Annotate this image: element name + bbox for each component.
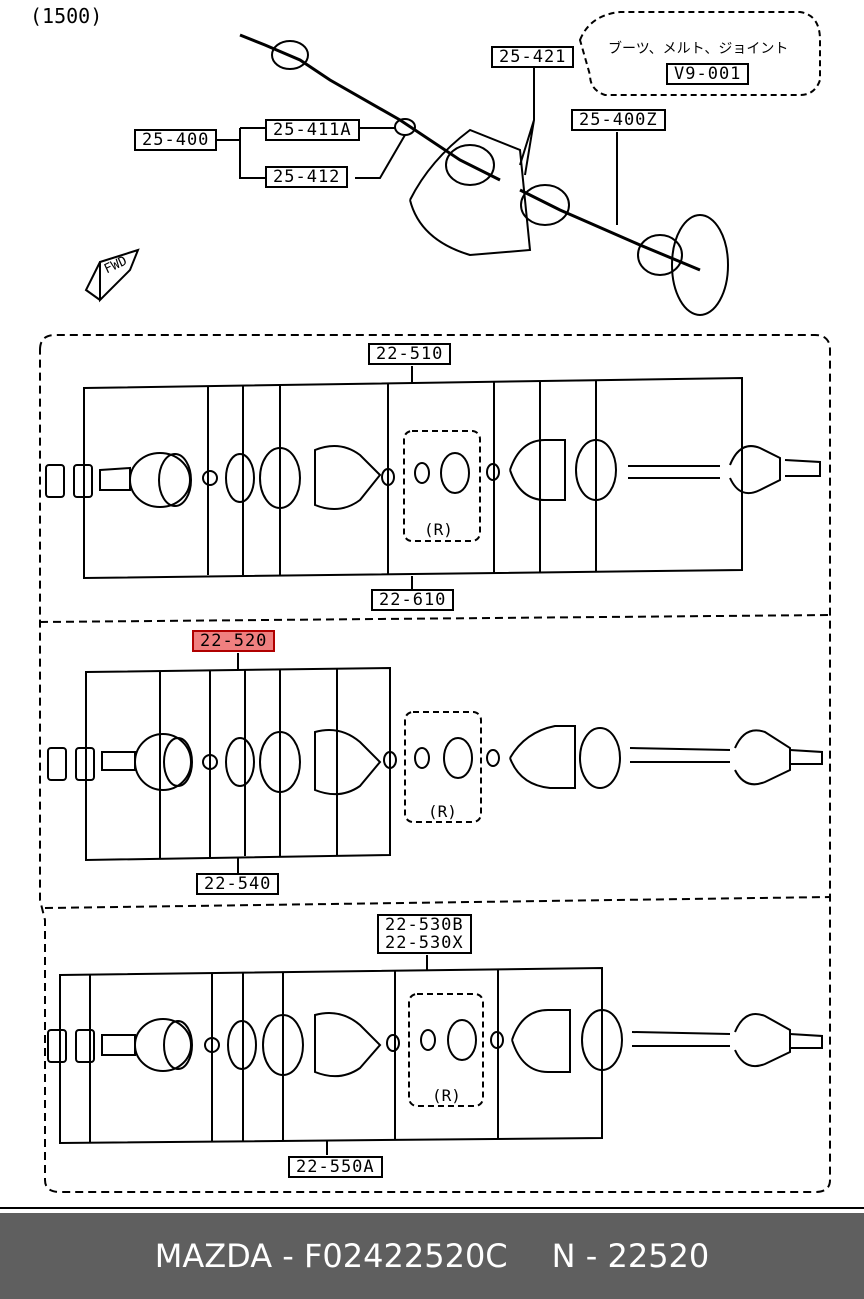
diagram-drawing [0, 11, 864, 1209]
part-label-25-421[interactable]: 25-421 [491, 46, 575, 68]
note-text: ブーツ、メルト、ジョイント [608, 41, 789, 57]
footer-brand-part: MAZDA - F02422520C [154, 1237, 508, 1275]
part-label-25-400[interactable]: 25-400 [134, 129, 218, 151]
part-label-25-400z[interactable]: 25-400Z [571, 109, 666, 131]
part-label-22-540[interactable]: 22-540 [196, 873, 280, 895]
part-label-22-610[interactable]: 22-610 [371, 589, 455, 611]
r-label-section-2: (R) [428, 802, 457, 821]
r-label-section-3: (R) [432, 1086, 461, 1105]
part-label-22-530b[interactable]: 22-530B [385, 915, 464, 935]
variant-label: (1500) [30, 4, 103, 28]
footer-number: N - 22520 [551, 1237, 710, 1275]
part-label-22-530-group[interactable]: 22-530B 22-530X [377, 914, 472, 954]
parts-diagram: (1500) ブーツ、メルト、ジョイント V9-001 FWD 25-400 2… [0, 4, 864, 1209]
part-label-22-510[interactable]: 22-510 [368, 343, 452, 365]
part-label-22-520[interactable]: 22-520 [192, 630, 276, 652]
r-label-section-1: (R) [424, 520, 453, 539]
part-label-22-530x[interactable]: 22-530X [385, 933, 464, 953]
part-label-22-550a[interactable]: 22-550A [288, 1156, 383, 1178]
part-label-25-412[interactable]: 25-412 [265, 166, 349, 188]
footer-bar: MAZDA - F02422520C N - 22520 [0, 1213, 864, 1299]
part-label-25-411a[interactable]: 25-411A [265, 119, 360, 141]
note-ref-label[interactable]: V9-001 [666, 63, 750, 85]
